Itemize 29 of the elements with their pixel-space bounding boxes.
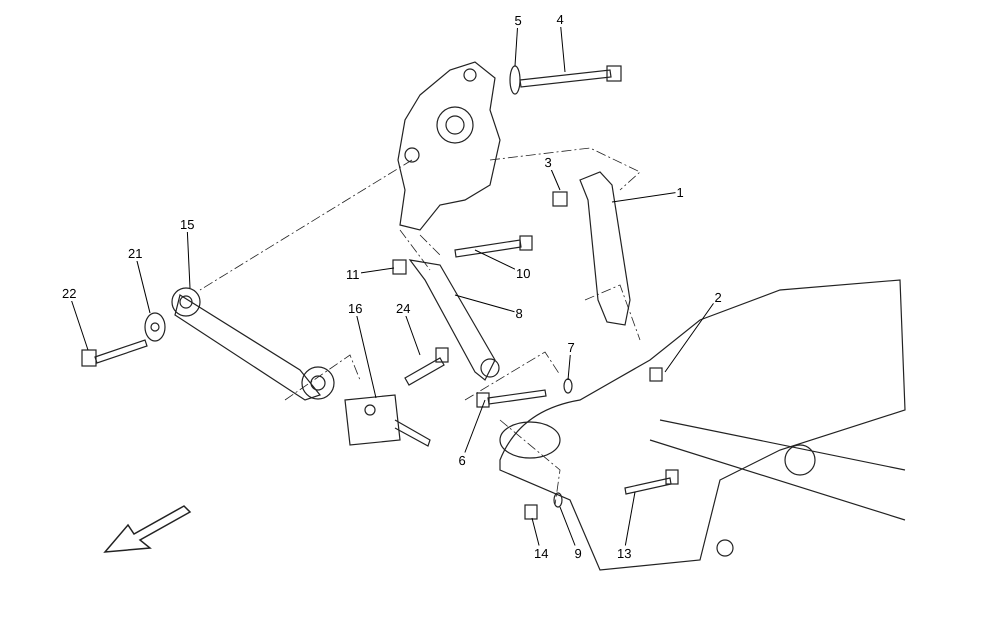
leader-line xyxy=(136,260,150,314)
leader-line xyxy=(356,315,376,398)
leader-line xyxy=(474,250,516,270)
leader-line xyxy=(514,27,518,66)
callout-number: 13 xyxy=(616,546,632,560)
callout-number: 2 xyxy=(714,290,723,304)
leader-line xyxy=(532,518,540,546)
leader-line xyxy=(612,192,676,202)
callout-number: 22 xyxy=(61,286,78,300)
callout-number: 10 xyxy=(515,266,532,280)
callout-number: 9 xyxy=(574,546,583,560)
callout-number: 16 xyxy=(347,300,364,316)
leader-line xyxy=(454,294,515,312)
leader-line xyxy=(71,300,88,350)
leader-line xyxy=(360,268,394,274)
leader-line xyxy=(624,492,636,546)
callout-number: 21 xyxy=(127,246,144,260)
callout-number: 8 xyxy=(514,306,524,320)
leader-line xyxy=(560,506,576,546)
leader-line xyxy=(664,302,714,372)
leader-line xyxy=(464,400,486,453)
leader-line xyxy=(186,231,190,288)
leader-line xyxy=(560,26,566,72)
callout-number: 24 xyxy=(395,300,412,316)
callout-number: 6 xyxy=(458,452,467,468)
leader-line xyxy=(568,354,571,380)
callout-number: 3 xyxy=(544,154,553,170)
leader-line xyxy=(550,169,560,190)
leader-line xyxy=(405,315,420,356)
